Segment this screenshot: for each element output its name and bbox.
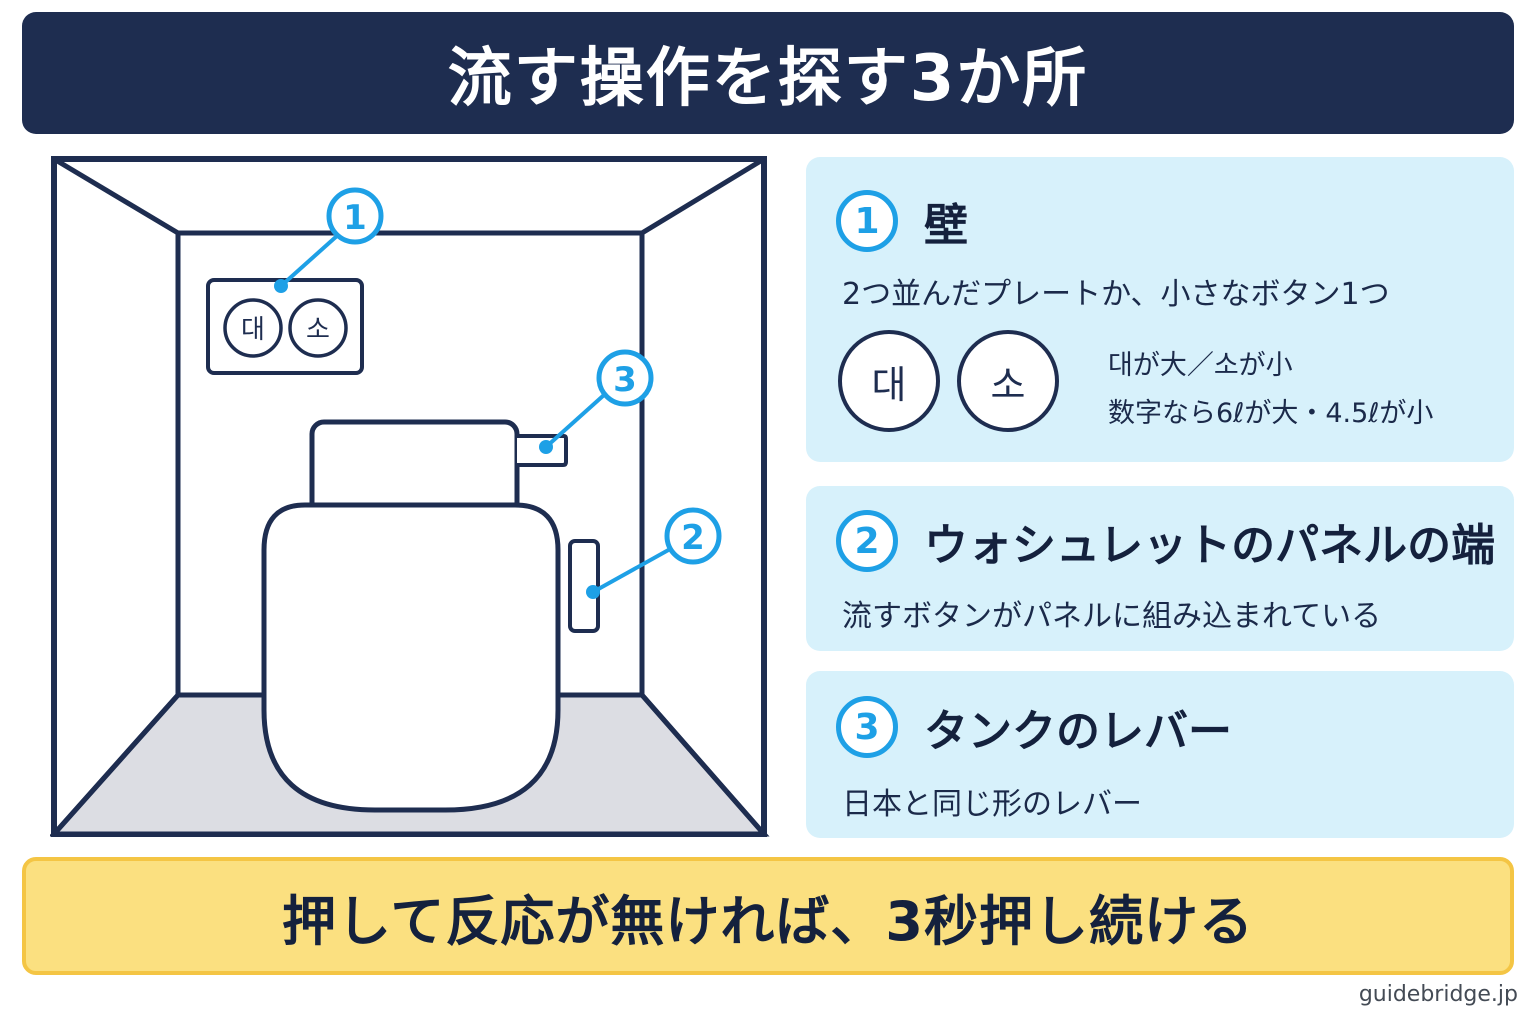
- card-title: 壁: [924, 200, 968, 251]
- button-note-korean: 대が大／소が小: [1108, 350, 1293, 381]
- restroom-illustration: 대 소 1 3 2: [50, 156, 770, 837]
- card-subtitle: 日本と同じ形のレバー: [842, 787, 1142, 822]
- card-subtitle: 流すボタンがパネルに組み込まれている: [842, 599, 1382, 634]
- large-flush-button: 대: [838, 330, 940, 432]
- callout-badge-3: [596, 349, 654, 407]
- site-credit: guidebridge.jp: [1358, 982, 1518, 1007]
- card-number-badge: 3: [836, 696, 898, 758]
- card-subtitle: 2つ並んだプレートか、小さなボタン1つ: [842, 277, 1390, 312]
- callout-dot-3: [539, 440, 553, 454]
- corner-line-bottom-right: [640, 693, 766, 836]
- plate-label-large: 대: [241, 315, 265, 345]
- corner-line-top-right: [640, 156, 766, 236]
- card-number-badge: 1: [836, 190, 898, 252]
- card-washlet-header: 2 ウォシュレットのパネルの端: [836, 509, 1495, 573]
- card-number-badge: 2: [836, 510, 898, 572]
- callout-number-1: 1: [343, 198, 367, 238]
- small-flush-button: 소: [957, 330, 1059, 432]
- callout-line-3: [544, 393, 606, 449]
- button-note-liters: 数字なら6ℓが大・4.5ℓが小: [1108, 398, 1434, 429]
- callout-number-3: 3: [613, 360, 637, 400]
- card-title: タンクのレバー: [924, 706, 1232, 757]
- corner-line-top-left: [52, 156, 180, 236]
- plate-button-small: [288, 298, 348, 358]
- card-wall-header: 1 壁: [836, 189, 968, 253]
- card-tank-lever: 3 タンクのレバー 日本と同じ形のレバー: [806, 671, 1514, 838]
- corner-line-bottom-left: [52, 693, 180, 836]
- callout-dot-2: [586, 585, 600, 599]
- toilet-tank: [309, 419, 520, 517]
- card-lever-header: 3 タンクのレバー: [836, 695, 1232, 759]
- tip-text: 押して反応が無ければ、3秒押し続ける: [282, 889, 1254, 953]
- plate-label-small: 소: [306, 315, 330, 345]
- callout-line-1: [279, 233, 340, 288]
- tip-banner: 押して反応が無ければ、3秒押し続ける: [22, 857, 1514, 975]
- header-banner: 流す操作を探す3か所: [22, 12, 1514, 134]
- page-title: 流す操作を探す3か所: [447, 42, 1089, 116]
- card-wall: 1 壁 2つ並んだプレートか、小さなボタン1つ 대 소 대が大／소が小 数字なら…: [806, 157, 1514, 462]
- washlet-side-panel: [568, 539, 600, 633]
- callout-badge-1: [326, 187, 384, 245]
- card-washlet-panel: 2 ウォシュレットのパネルの端 流すボタンがパネルに組み込まれている: [806, 486, 1514, 651]
- card-title: ウォシュレットのパネルの端: [924, 520, 1496, 571]
- callout-badge-2: [664, 507, 722, 565]
- callout-dot-1: [274, 279, 288, 293]
- callout-line-2: [592, 546, 673, 594]
- callout-number-2: 2: [681, 518, 705, 558]
- toilet-seat-lid: [261, 502, 561, 813]
- plate-button-large: [223, 298, 283, 358]
